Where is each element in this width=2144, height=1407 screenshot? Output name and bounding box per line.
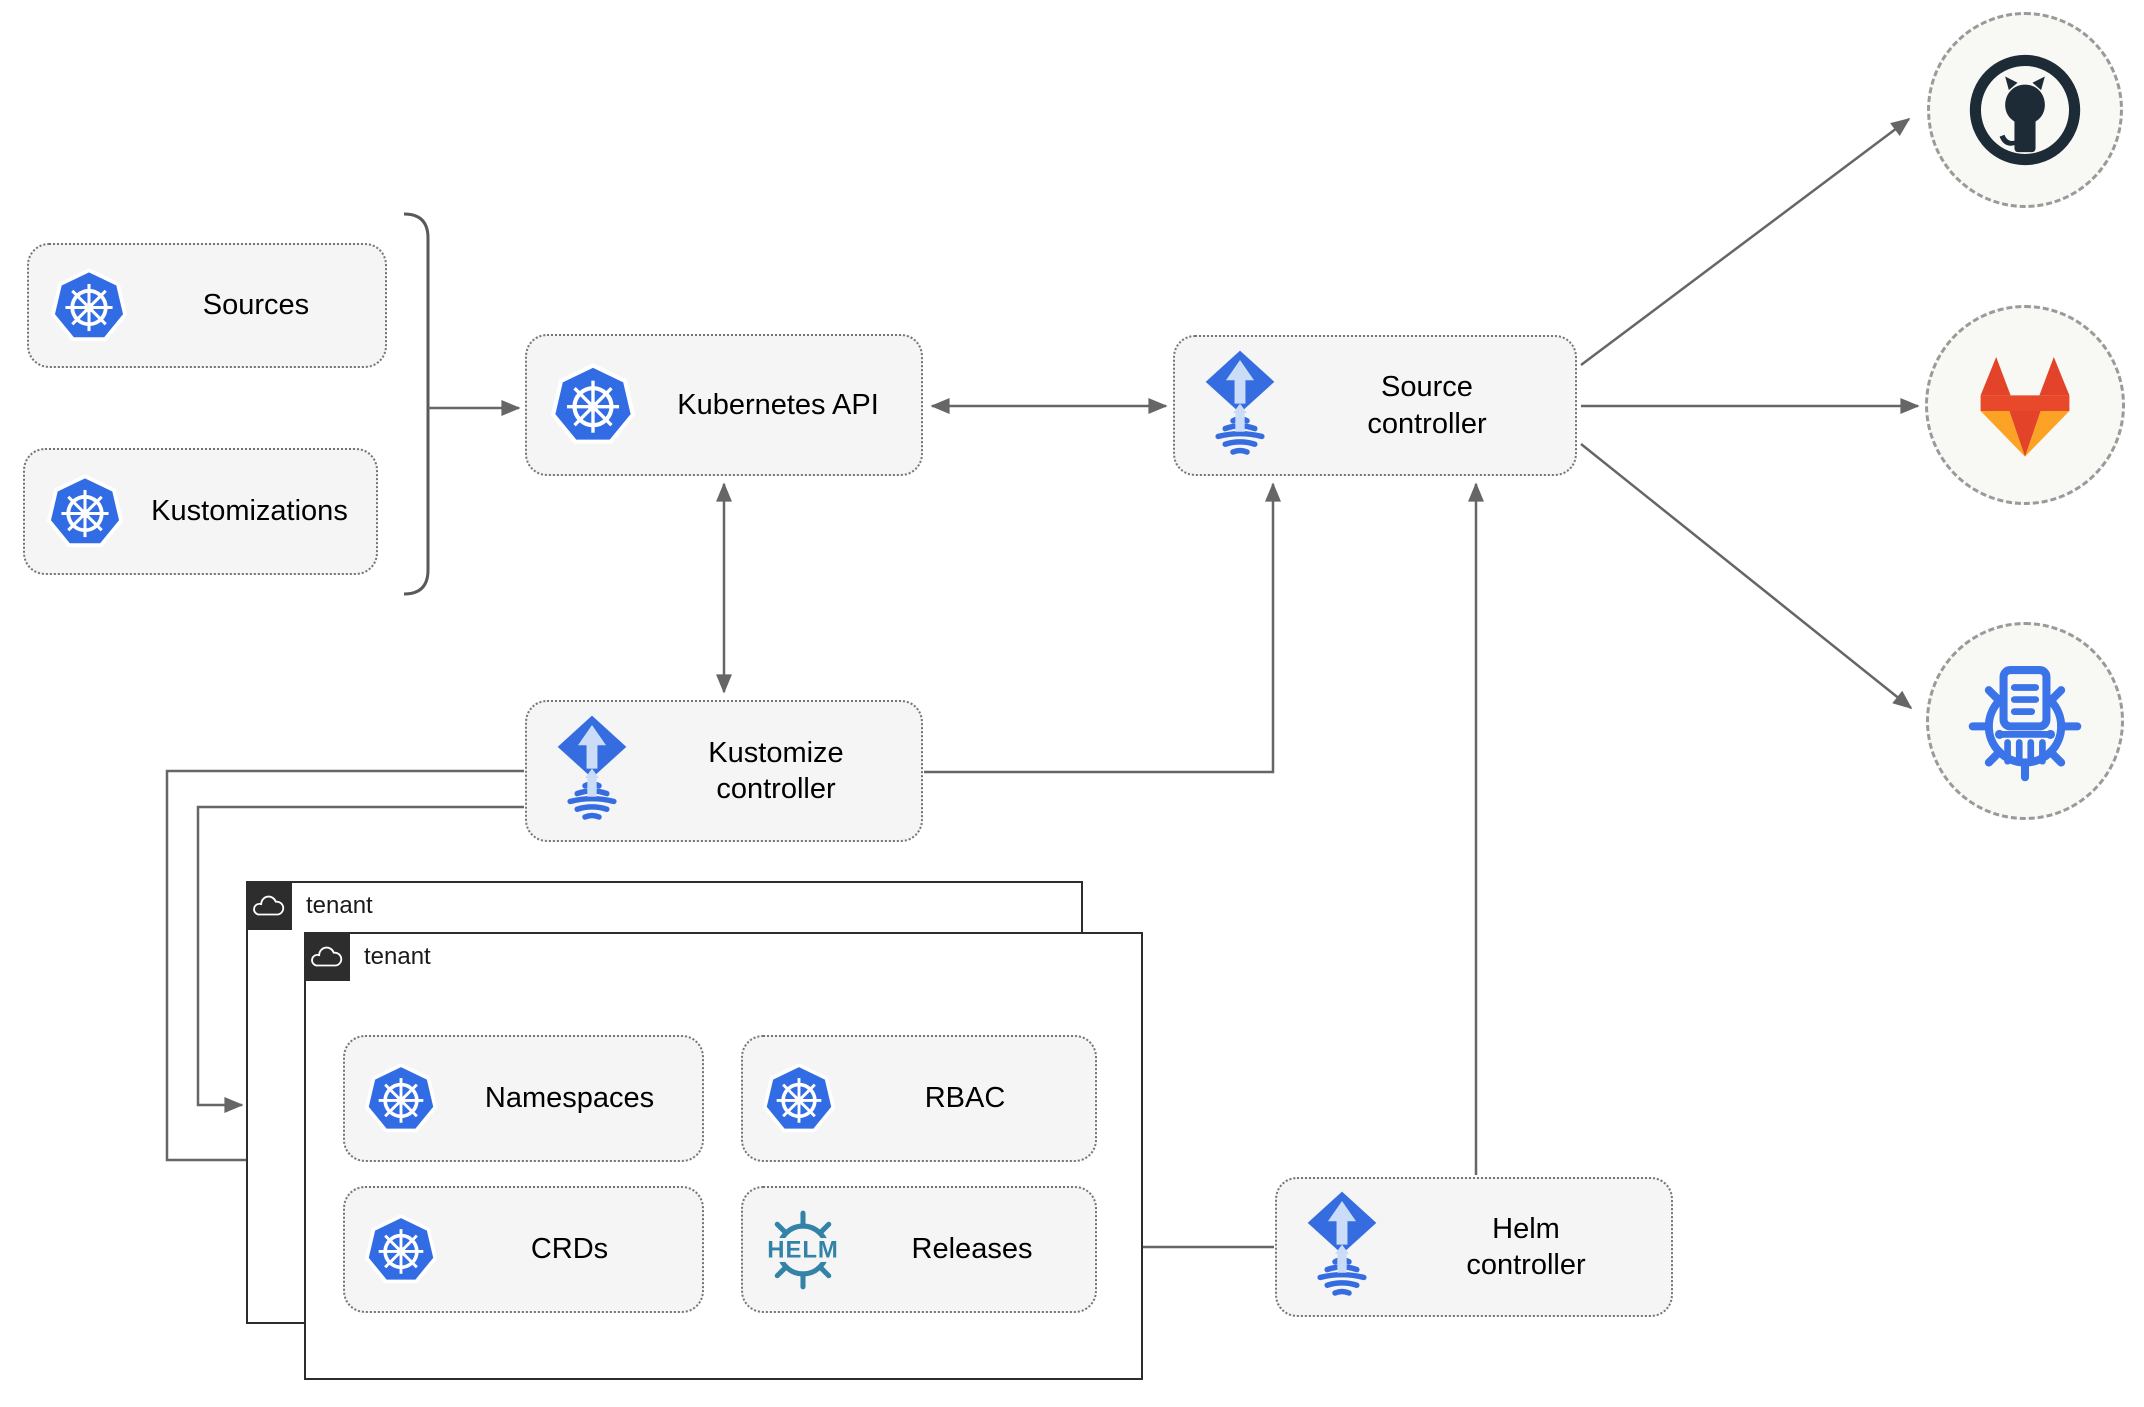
kubernetes-icon [365,1212,437,1288]
kustomize-controller-node: Kustomize controller [525,700,923,842]
source-controller-node: Source controller [1173,335,1577,476]
source-to-github-arrow [1580,118,1911,366]
sources-bracket [403,212,430,596]
crds-node: CRDs [343,1186,704,1313]
github-repository [1927,12,2123,208]
flux-icon [1303,1188,1381,1306]
github-icon [1969,54,2081,166]
chart-repository-icon [1968,666,2082,782]
namespaces-node: Namespaces [343,1035,704,1162]
tenant-box-front: tenant Namespaces [304,932,1143,1380]
kustomizations-node: Kustomizations [23,448,378,575]
tenant-badge [304,932,350,981]
helm-controller-node: Helm controller [1275,1177,1673,1317]
gitlab-repository [1925,305,2125,505]
kubernetes-icon [551,361,635,449]
helm-chart-repository [1926,622,2124,820]
svg-text:HELM: HELM [767,1236,838,1263]
helm-logo-icon: HELM [757,1204,849,1296]
node-label: Kustomizations [151,495,348,528]
tenant-badge [246,881,292,930]
node-label: Sources [202,289,310,322]
kubernetes-icon [365,1061,437,1137]
flux-icon [1201,347,1279,465]
node-label: CRDs [530,1233,609,1266]
node-label: Namespaces [484,1082,655,1115]
sources-node: Sources [27,243,387,368]
kubernetes-icon [51,266,127,346]
releases-node: HELM Releases [741,1186,1097,1313]
kubernetes-icon [763,1061,835,1137]
tenant-label: tenant [364,942,431,970]
gitlab-icon [1980,357,2070,457]
source-to-helm-repository-arrow [1580,443,1913,709]
node-label: Helm controller [1466,1212,1586,1281]
node-label: Kubernetes API [677,388,879,421]
kubernetes-api-node: Kubernetes API [525,334,923,476]
flux-icon [553,712,631,830]
cloud-icon [311,946,343,966]
kustomize-to-source-arrow [924,482,1281,774]
tenant-label: tenant [306,891,373,919]
cloud-icon [253,895,285,915]
rbac-node: RBAC [741,1035,1097,1162]
node-label: Kustomize controller [708,736,844,805]
node-label: Source controller [1367,371,1487,440]
node-label: RBAC [924,1082,1006,1115]
kubernetes-icon [47,472,123,552]
node-label: Releases [911,1233,1033,1266]
